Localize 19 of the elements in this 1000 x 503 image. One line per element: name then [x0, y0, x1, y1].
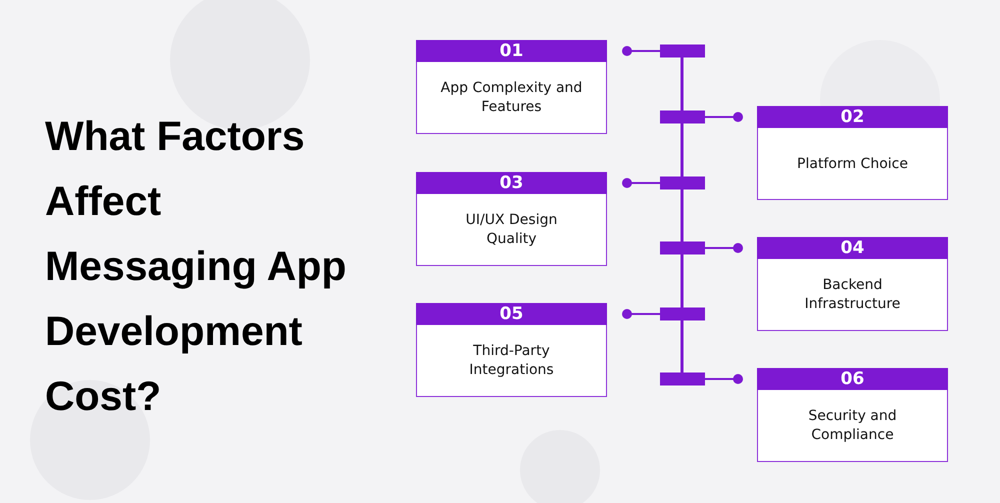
factor-card	[757, 106, 948, 200]
factor-label: Platform Choice	[797, 154, 908, 174]
step-number: 06	[757, 368, 948, 390]
factor-card	[416, 40, 607, 134]
factor-label: Backend Infrastructure	[804, 276, 902, 314]
step-number: 02	[757, 106, 948, 128]
step-number: 03	[416, 172, 607, 194]
factor-label: Third-Party Integrations	[468, 342, 555, 380]
factor-label: Security and Compliance	[807, 407, 898, 445]
step-number: 01	[416, 40, 607, 62]
factor-label: UI/UX Design Quality	[464, 211, 558, 249]
factor-card	[416, 303, 607, 397]
step-number: 04	[757, 237, 948, 259]
step-number: 05	[416, 303, 607, 325]
factor-label: App Complexity and Features	[440, 79, 584, 117]
factor-card	[416, 172, 607, 266]
factor-card	[757, 368, 948, 462]
title: What Factors Affect Messaging App Development Cost?	[45, 112, 348, 421]
factor-card	[757, 237, 948, 331]
